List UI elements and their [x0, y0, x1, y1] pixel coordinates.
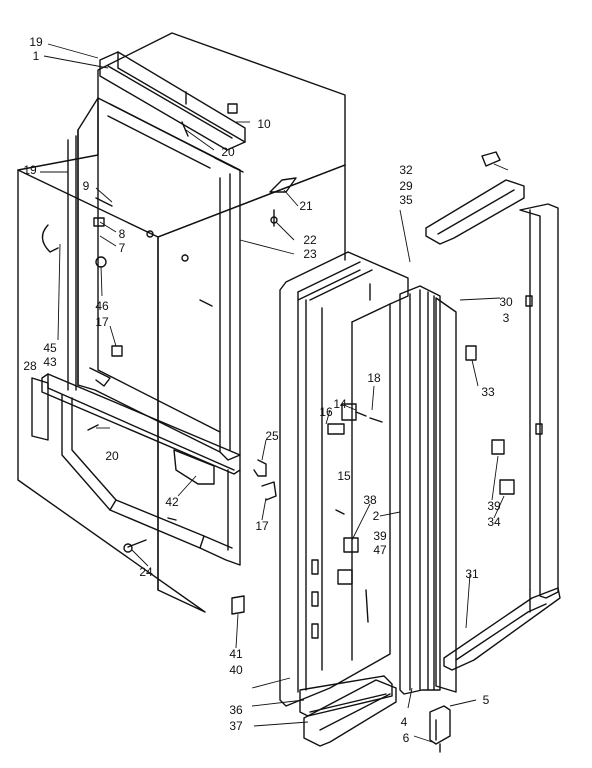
callout-34: 34 [487, 515, 501, 529]
inner-liner [77, 97, 244, 461]
small-hardware-left [31, 197, 277, 553]
callout-1: 1 [32, 49, 40, 63]
callout-24: 24 [139, 565, 153, 579]
callout-39-right: 39 [487, 499, 501, 513]
callout-33: 33 [481, 385, 495, 399]
bottom-door-trim [303, 679, 397, 747]
callout-37: 37 [229, 719, 243, 733]
callout-15: 15 [337, 469, 351, 483]
hinge-bracket-bottom [429, 705, 451, 753]
callout-42: 42 [165, 495, 179, 509]
callout-45: 45 [43, 341, 57, 355]
callout-39-center: 39 [373, 529, 387, 543]
lower-breaker-strip [41, 367, 241, 485]
callout-6: 6 [402, 731, 410, 745]
callout-47: 47 [373, 543, 387, 557]
callout-46: 46 [95, 299, 109, 313]
callout-17-lower: 17 [255, 519, 269, 533]
top-hinge-channel [99, 51, 246, 151]
callout-20-top: 20 [221, 145, 235, 159]
callout-3: 3 [502, 311, 510, 325]
right-frame [443, 203, 561, 671]
callout-29: 29 [399, 179, 413, 193]
callout-38: 38 [363, 493, 377, 507]
small-hardware-center [231, 403, 383, 623]
callout-7: 7 [118, 241, 126, 255]
bottom-frame [61, 394, 241, 566]
callout-10: 10 [257, 117, 271, 131]
left-side-rail [67, 135, 77, 391]
callout-23: 23 [303, 247, 317, 261]
small-hardware-top [181, 121, 297, 227]
top-door-trim [425, 151, 525, 245]
callout-2: 2 [372, 509, 380, 523]
callout-25: 25 [265, 429, 279, 443]
callout-31: 31 [465, 567, 479, 581]
small-hardware-right [465, 345, 515, 495]
callout-36: 36 [229, 703, 243, 717]
callout-30: 30 [499, 295, 513, 309]
callout-41: 41 [229, 647, 243, 661]
callout-40: 40 [229, 663, 243, 677]
callout-9: 9 [82, 179, 90, 193]
callout-32: 32 [399, 163, 413, 177]
callout-18: 18 [367, 371, 381, 385]
callout-21: 21 [299, 199, 313, 213]
callout-17-left: 17 [95, 315, 109, 329]
callout-28: 28 [23, 359, 37, 373]
leader-lines [40, 43, 509, 743]
callout-22: 22 [303, 233, 317, 247]
callout-19-top: 19 [29, 35, 43, 49]
callout-5: 5 [482, 693, 490, 707]
callout-4: 4 [400, 715, 408, 729]
callout-43: 43 [43, 355, 57, 369]
callout-16: 16 [319, 405, 333, 419]
cabinet-outline [17, 32, 346, 613]
callout-8: 8 [118, 227, 126, 241]
mullion-divider [399, 285, 457, 695]
callout-20-lower: 20 [105, 449, 119, 463]
center-frame-panel [279, 251, 409, 717]
callout-19-left: 19 [23, 163, 37, 177]
callout-14: 14 [333, 397, 347, 411]
callout-35: 35 [399, 193, 413, 207]
